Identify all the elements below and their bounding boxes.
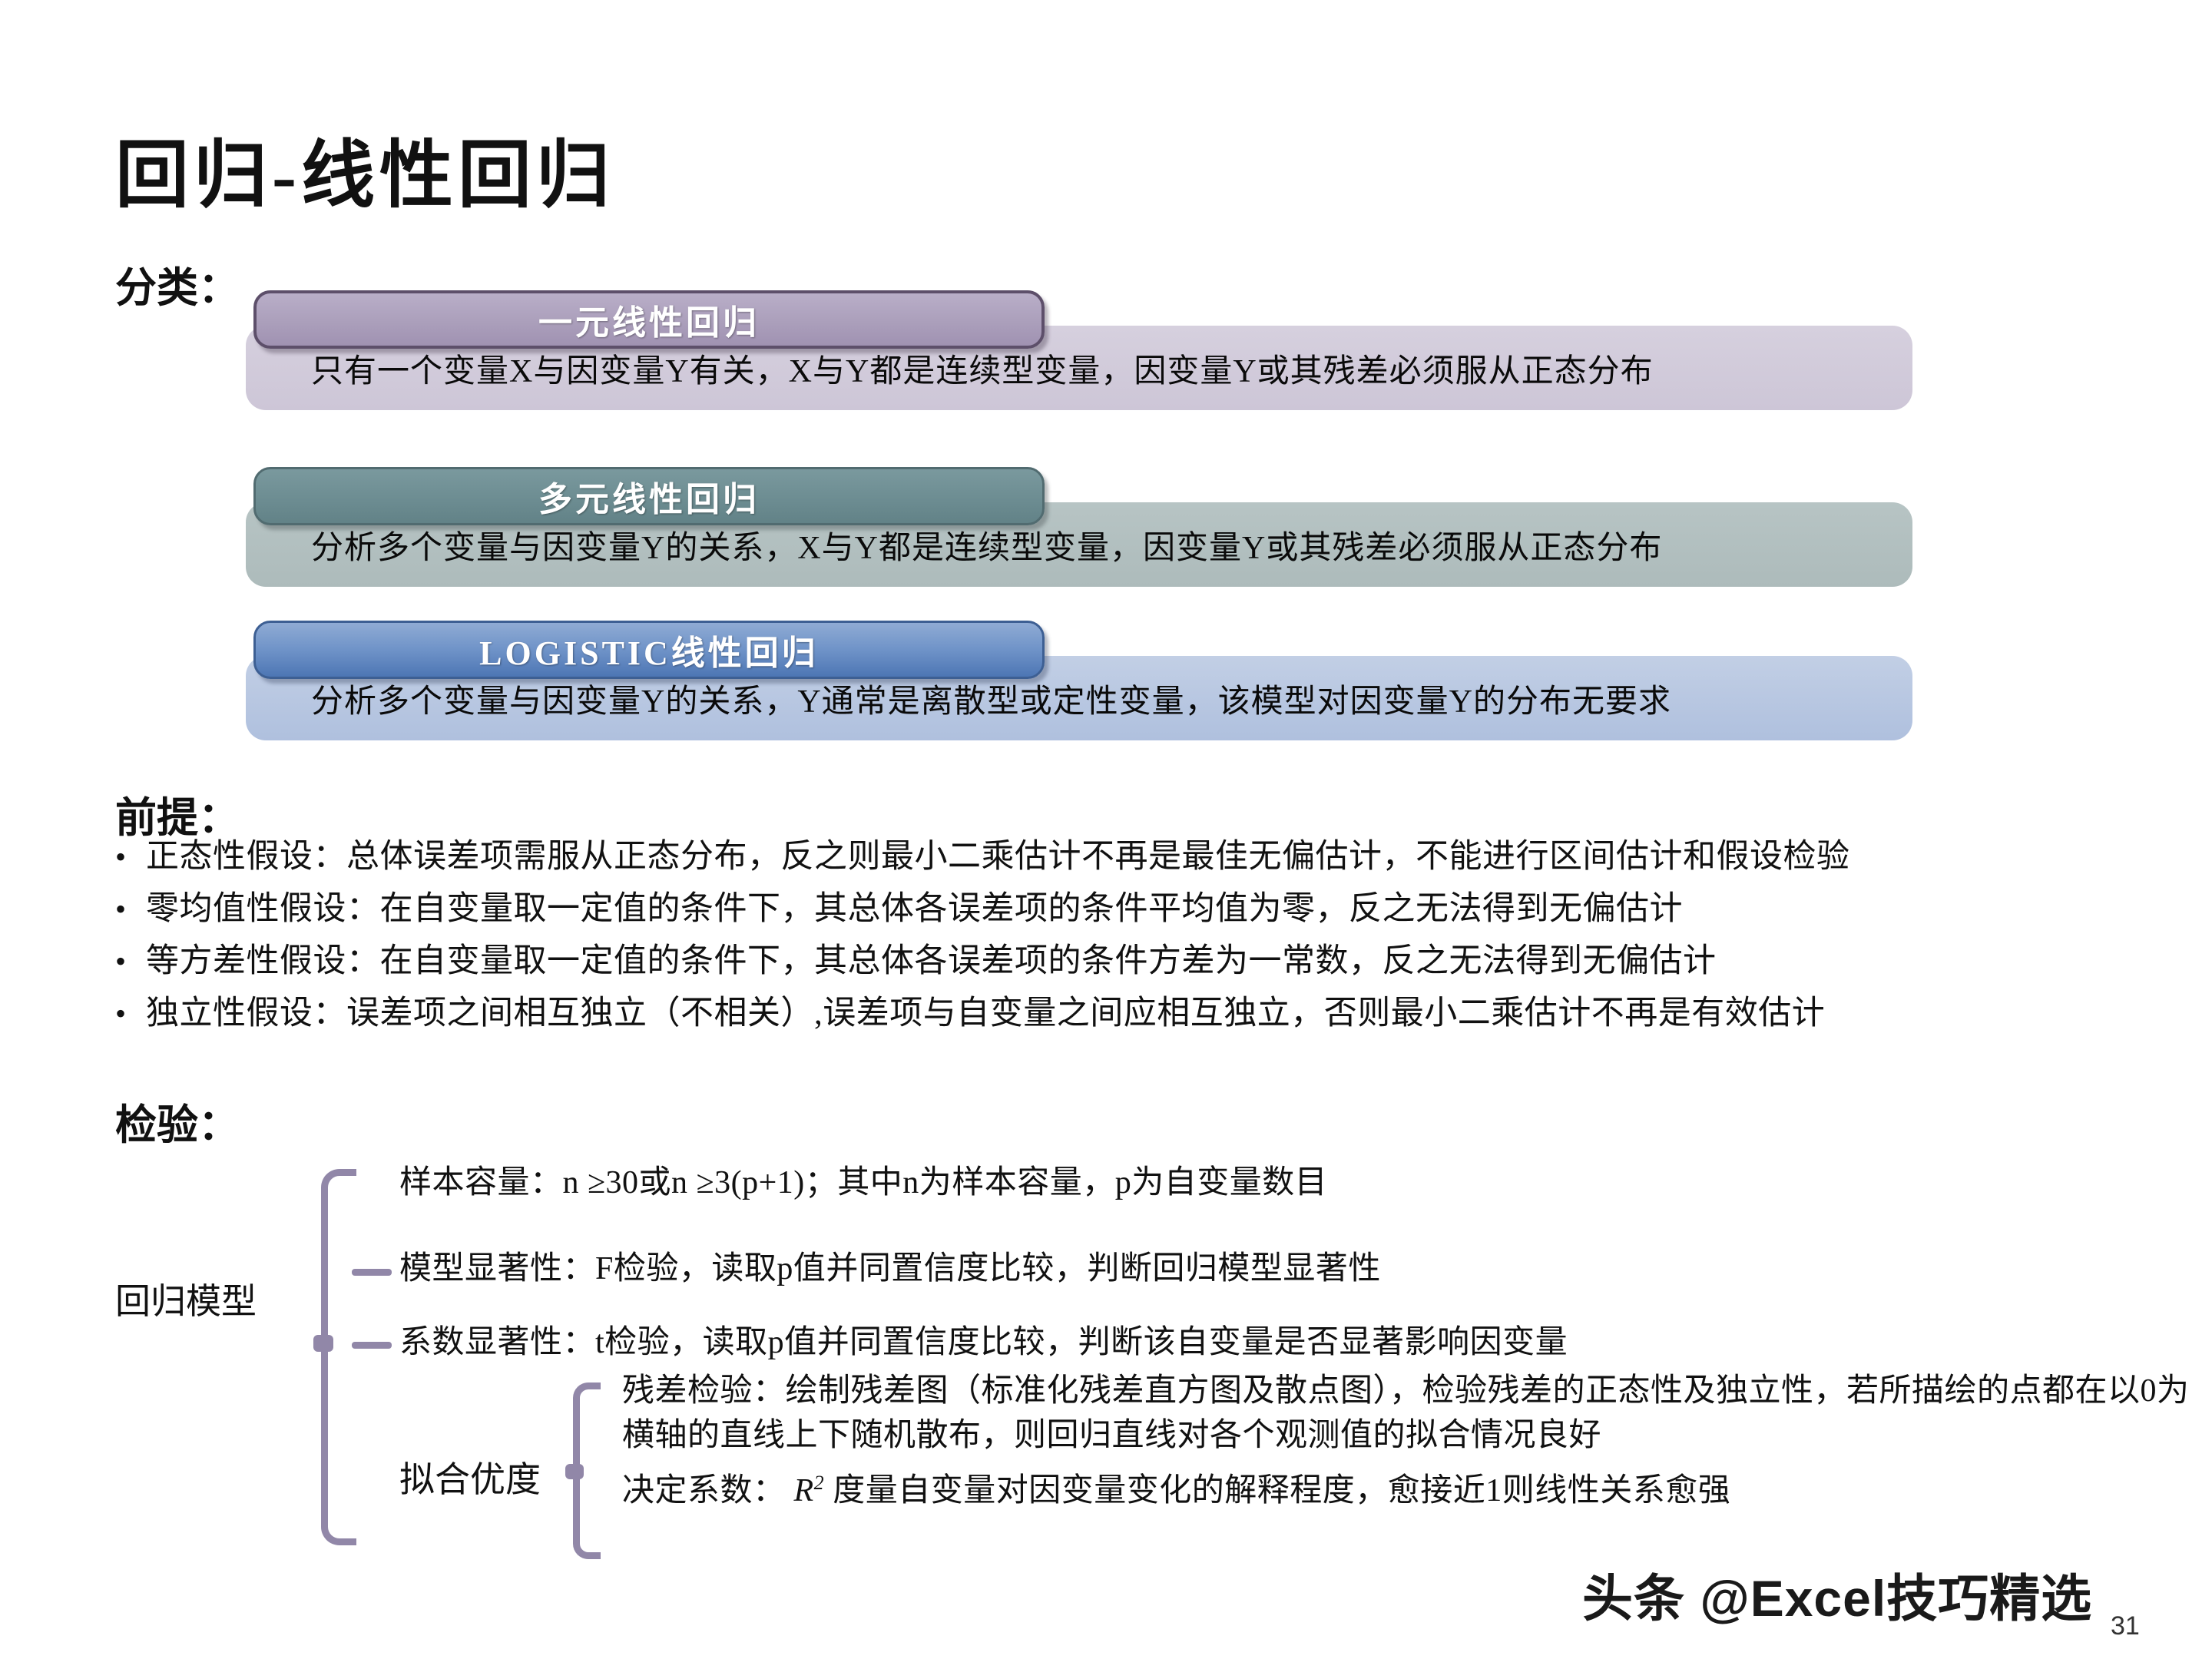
premise-list: • 正态性假设：总体误差项需服从正态分布，反之则最小二乘估计不再是最佳无偏估计，…: [115, 833, 2189, 1042]
brace-main-icon: [321, 1169, 356, 1545]
bullet-icon: •: [115, 944, 127, 979]
classification-header-2[interactable]: LOGISTIC线性回归: [253, 621, 1045, 679]
classification-header-label-2: LOGISTIC线性回归: [479, 634, 819, 672]
brace-tick-icon: [352, 1269, 392, 1276]
classification-desc-1: 分析多个变量与因变量Y的关系，X与Y都是连续型变量，因变量Y或其残差必须服从正态…: [311, 530, 1663, 566]
premise-text-1: 零均值性假设：在自变量取一定值的条件下，其总体各误差项的条件平均值为零，反之无法…: [146, 891, 1683, 927]
classification-header-0[interactable]: 一元线性回归: [253, 290, 1045, 349]
bullet-icon: •: [115, 839, 127, 874]
list-item: • 等方差性假设：在自变量取一定值的条件下，其总体各误差项的条件方差为一常数，反…: [115, 938, 2189, 990]
tree-item-model-significance: 模型显著性：F检验，读取p值并同置信度比较，判断回归模型显著性: [399, 1251, 1381, 1286]
premise-text-2: 等方差性假设：在自变量取一定值的条件下，其总体各误差项的条件方差为一常数，反之无…: [146, 943, 1717, 979]
r-squared-symbol: R2: [793, 1472, 825, 1508]
list-item: • 零均值性假设：在自变量取一定值的条件下，其总体各误差项的条件平均值为零，反之…: [115, 886, 2189, 938]
page-title: 回归-线性回归: [115, 134, 614, 217]
page-number: 31: [2111, 1611, 2140, 1641]
brace-main-nub-icon: [313, 1335, 333, 1352]
section-heading-classification: 分类：: [115, 265, 240, 311]
tree-subgroup-label: 拟合优度: [399, 1460, 541, 1499]
watermark: 头条 @Excel技巧精选: [1582, 1570, 2093, 1627]
classification-header-label-1: 多元线性回归: [538, 481, 760, 518]
tree-item-determination-coefficient: 决定系数： R2 度量自变量对因变量变化的解释程度，愈接近1则线性关系愈强: [622, 1461, 1730, 1513]
premise-text-3: 独立性假设：误差项之间相互独立（不相关）,误差项与自变量之间应相互独立，否则最小…: [146, 995, 1826, 1031]
classification-desc-0: 只有一个变量X与因变量Y有关，X与Y都是连续型变量，因变量Y或其残差必须服从正态…: [311, 353, 1654, 389]
bullet-icon: •: [115, 892, 127, 926]
section-heading-test: 检验：: [115, 1102, 240, 1148]
section-heading-premise: 前提：: [115, 795, 240, 841]
list-item: • 正态性假设：总体误差项需服从正态分布，反之则最小二乘估计不再是最佳无偏估计，…: [115, 833, 2189, 886]
brace-tick-icon: [352, 1342, 392, 1349]
premise-text-0: 正态性假设：总体误差项需服从正态分布，反之则最小二乘估计不再是最佳无偏估计，不能…: [146, 839, 1850, 875]
classification-header-label-0: 一元线性回归: [538, 304, 760, 342]
tree-item-sample-size: 样本容量：n ≥30或n ≥3(p+1)；其中n为样本容量，p为自变量数目: [399, 1165, 1328, 1200]
classification-header-1[interactable]: 多元线性回归: [253, 467, 1045, 525]
determination-prefix: 决定系数：: [622, 1473, 786, 1508]
determination-rest: 度量自变量对因变量变化的解释程度，愈接近1则线性关系愈强: [824, 1473, 1731, 1508]
list-item: • 独立性假设：误差项之间相互独立（不相关）,误差项与自变量之间应相互独立，否则…: [115, 990, 2189, 1042]
classification-desc-2: 分析多个变量与因变量Y的关系，Y通常是离散型或定性变量，该模型对因变量Y的分布无…: [311, 684, 1671, 720]
tree-item-coefficient-significance: 系数显著性：t检验，读取p值并同置信度比较，判断该自变量是否显著影响因变量: [399, 1325, 1568, 1360]
bullet-icon: •: [115, 996, 127, 1031]
tree-item-residual-test: 残差检验：绘制残差图（标准化残差直方图及散点图），检验残差的正态性及独立性，若所…: [622, 1373, 2190, 1453]
classification-body-0: 只有一个变量X与因变量Y有关，X与Y都是连续型变量，因变量Y或其残差必须服从正态…: [246, 326, 1912, 410]
brace-sub-nub-icon: [565, 1464, 584, 1479]
tree-root-label: 回归模型: [115, 1282, 257, 1321]
test-tree: 回归模型 样本容量：n ≥30或n ≥3(p+1)；其中n为样本容量，p为自变量…: [115, 1160, 2189, 1636]
